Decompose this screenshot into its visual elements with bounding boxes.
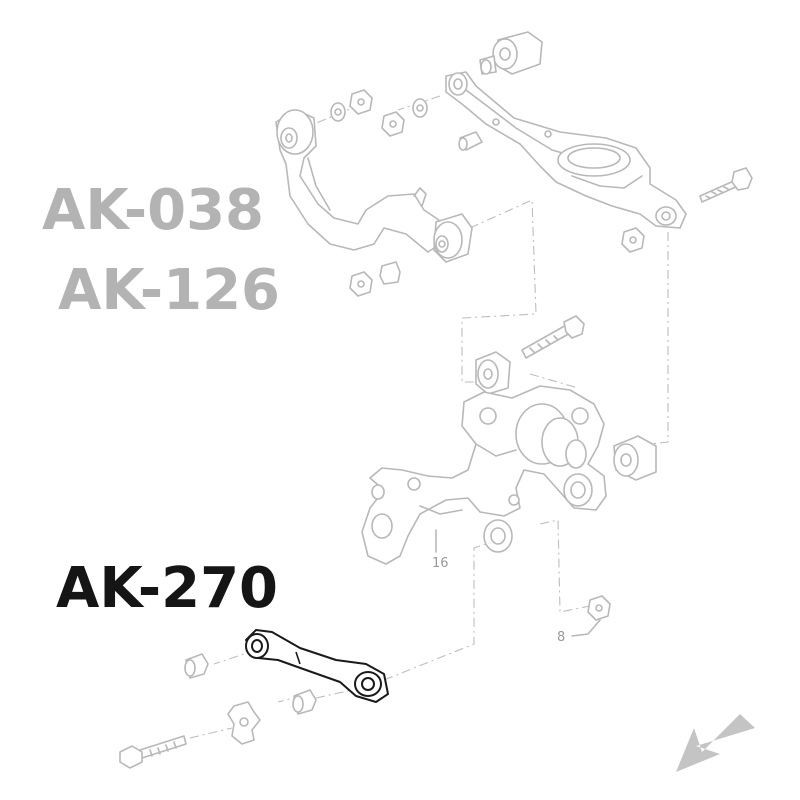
small-bushing [458, 131, 483, 151]
nut-2 [381, 111, 405, 137]
toe-link-ak270 [245, 629, 389, 703]
bushing-right [613, 435, 657, 481]
lower-control-arm [445, 71, 687, 229]
part-label-ak270: AK-270 [56, 556, 279, 621]
eccentric-washer [227, 701, 261, 745]
clip [379, 261, 401, 285]
arrow-down-left-icon [676, 714, 755, 772]
nut-4 [349, 271, 373, 297]
washer-2 [412, 98, 428, 118]
washer-1 [330, 102, 346, 122]
bolt-bottom [119, 735, 187, 769]
callout-knuckle: 16 [432, 556, 449, 571]
bolt-center [521, 315, 585, 359]
bolt-top-right [699, 167, 753, 203]
nut-3 [621, 227, 645, 253]
bushing-center [475, 351, 511, 395]
nut-1 [349, 89, 373, 115]
sleeve-right [292, 689, 317, 715]
part-label-ak038: AK-038 [42, 178, 265, 243]
sleeve-left [184, 653, 209, 679]
top-hardware [330, 89, 753, 297]
nut-callout-8 [571, 595, 611, 637]
knuckle-hub-carrier [361, 315, 657, 565]
callout-nut: 8 [557, 630, 566, 645]
upper-camber-arm [275, 109, 473, 263]
part-label-ak126: AK-126 [58, 258, 281, 323]
bottom-hardware [119, 653, 317, 769]
top-bushing [479, 31, 543, 75]
